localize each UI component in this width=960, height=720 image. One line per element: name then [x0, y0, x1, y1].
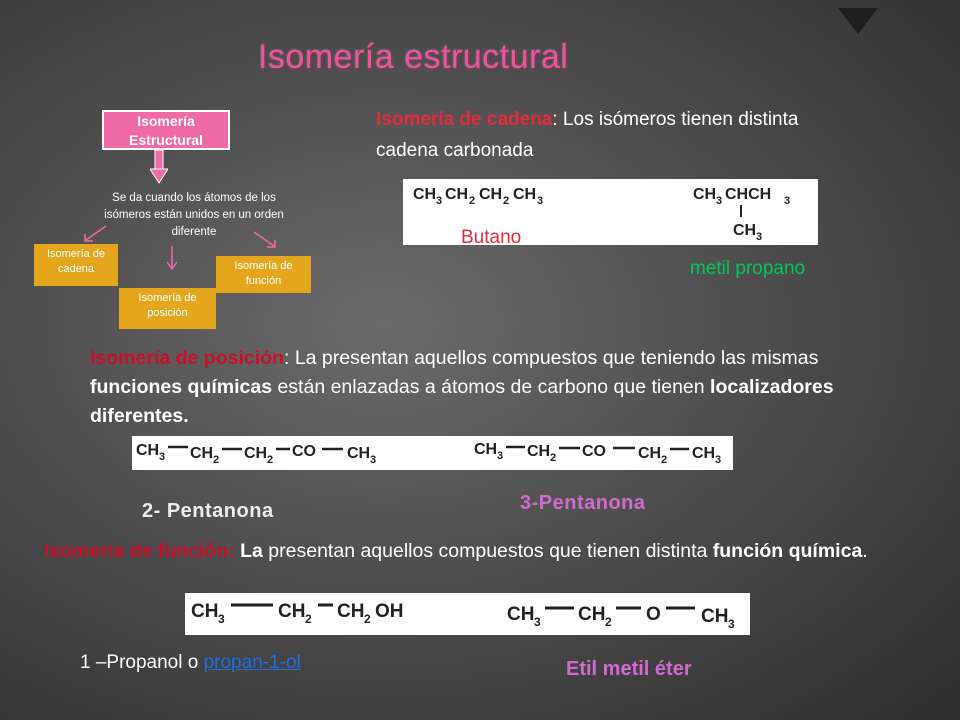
propanol-text: 1 –Propanol o: [80, 652, 204, 673]
svg-text:CH: CH: [733, 222, 756, 239]
funcion-bold-1: función química: [712, 540, 863, 562]
root-line-1: Isomería: [137, 113, 195, 129]
propanol-link[interactable]: propan-1-ol: [203, 652, 301, 673]
svg-text:3: 3: [370, 454, 376, 466]
posicion-text-1: : La presentan aquellos compuestos que t…: [283, 347, 819, 369]
svg-text:CH: CH: [513, 186, 536, 203]
svg-text:3: 3: [218, 612, 225, 626]
svg-text:CH: CH: [413, 186, 436, 203]
svg-text:CH: CH: [244, 445, 267, 462]
svg-text:3: 3: [159, 451, 165, 463]
svg-text:2: 2: [469, 195, 475, 207]
svg-text:CH: CH: [337, 601, 364, 622]
arrow-left-icon: [84, 225, 107, 242]
funcion-text-1: presentan aquellos compuestos que tienen…: [262, 540, 713, 562]
funcion-label: Isomería de función:: [44, 540, 235, 562]
svg-text:CH: CH: [693, 186, 716, 203]
svg-text:3: 3: [436, 195, 442, 207]
svg-text:2: 2: [661, 454, 667, 466]
propanol-name: 1 –Propanol o propan-1-ol: [80, 652, 301, 674]
svg-text:CH: CH: [278, 601, 305, 622]
svg-text:3: 3: [534, 615, 541, 629]
posicion-label: Isomería de posición: [90, 347, 284, 369]
posicion-bold-2: localizadores diferentes.: [90, 376, 834, 427]
cadena-label: Isomería de cadena: [376, 109, 553, 130]
svg-text:3: 3: [716, 195, 722, 207]
cadena-heading: Isomería de cadena: Los isómeros tienen …: [376, 104, 846, 166]
svg-text:3: 3: [497, 450, 503, 462]
svg-text:CH: CH: [347, 445, 370, 462]
funcion-bold-la: La: [240, 540, 263, 562]
posicion-paragraph: Isomería de posición: La presentan aquel…: [90, 344, 870, 431]
svg-text:3: 3: [784, 195, 790, 207]
svg-text:3: 3: [715, 454, 721, 466]
svg-text:CH: CH: [507, 604, 534, 625]
corner-decoration: [838, 8, 878, 34]
svg-text:CO: CO: [582, 443, 606, 460]
metilpropano-name: metil propano: [690, 258, 806, 279]
svg-text:CH: CH: [527, 443, 550, 460]
svg-text:CO: CO: [292, 443, 316, 460]
svg-text:CH: CH: [191, 601, 218, 622]
type-box-funcion: Isomería de función: [216, 256, 311, 293]
svg-text:3: 3: [756, 231, 762, 243]
svg-text:2: 2: [267, 454, 273, 466]
svg-text:CH: CH: [578, 604, 605, 625]
funcion-paragraph: Isomería de función: La presentan aquell…: [44, 536, 924, 567]
down-arrow-icon: [150, 150, 168, 184]
svg-text:CH: CH: [638, 445, 661, 462]
svg-text:3: 3: [537, 195, 543, 207]
eter-name: Etil metil éter: [566, 658, 692, 680]
svg-text:CH: CH: [136, 442, 159, 459]
arrow-right-icon: [253, 231, 276, 248]
svg-text:CH: CH: [692, 445, 715, 462]
svg-text:CHCH: CHCH: [725, 186, 771, 203]
svg-text:O: O: [646, 604, 661, 625]
svg-text:3: 3: [728, 617, 735, 631]
svg-text:CH: CH: [190, 445, 213, 462]
diagram-definition: Se da cuando los átomos de los isómeros …: [104, 192, 284, 238]
pentanona-2-name: 2- Pentanona: [142, 500, 274, 522]
svg-text:CH: CH: [474, 441, 497, 458]
svg-text:2: 2: [605, 615, 612, 629]
svg-text:OH: OH: [375, 601, 404, 622]
svg-text:2: 2: [213, 454, 219, 466]
funcion-text-2: .: [862, 540, 868, 562]
svg-text:CH: CH: [445, 186, 468, 203]
svg-text:2: 2: [364, 612, 371, 626]
cadena-text: : Los isómeros tienen distinta cadena ca…: [376, 109, 799, 161]
diagram-root-box: Isomería Estructural: [102, 110, 230, 150]
posicion-bold-1: funciones químicas: [90, 376, 273, 398]
page-title: Isomería estructural: [258, 38, 569, 76]
posicion-text-2: están enlazadas a átomos de carbono que …: [272, 376, 711, 398]
svg-text:2: 2: [503, 195, 509, 207]
type-box-posicion: Isomería de posición: [119, 288, 216, 329]
root-line-2: Estructural: [129, 132, 203, 148]
svg-text:2: 2: [305, 612, 312, 626]
pentanona-3-name: 3-Pentanona: [520, 492, 646, 514]
type-box-cadena: Isomería de cadena: [34, 244, 118, 286]
svg-text:CH: CH: [479, 186, 502, 203]
butano-name: Butano: [461, 227, 522, 248]
svg-text:2: 2: [550, 452, 556, 464]
svg-text:CH: CH: [701, 606, 728, 627]
arrow-down-icon: [166, 246, 178, 271]
